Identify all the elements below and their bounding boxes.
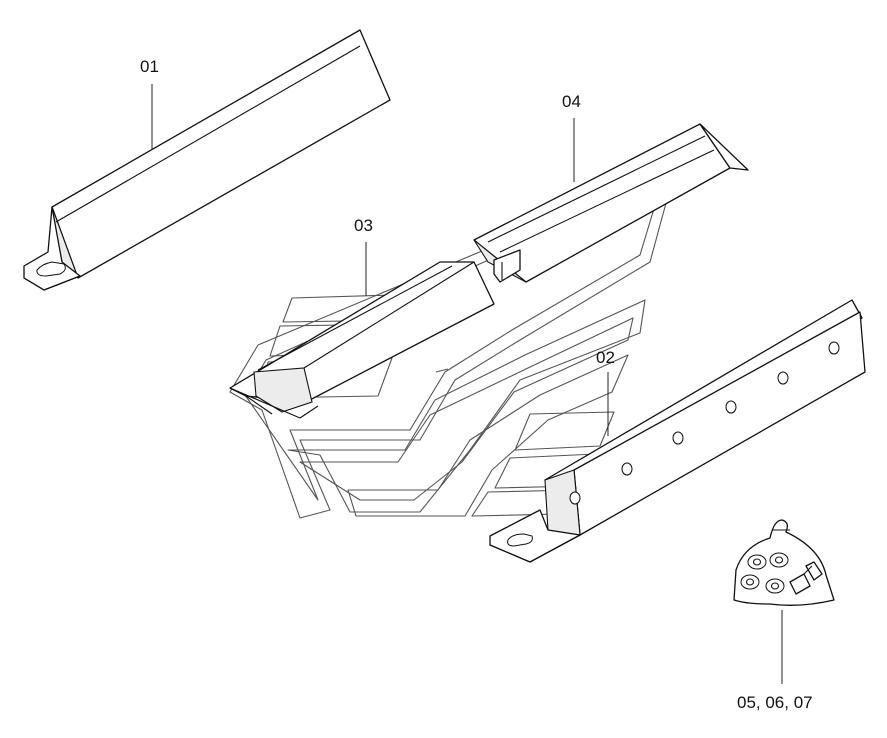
hardware-bag [733,519,835,606]
leader-lines [151,84,783,684]
callout-03: 03 [354,216,373,235]
part-02-perforated-bar [489,299,866,563]
part-03-ridge-cap [229,261,495,419]
callout-05-06-07: 05, 06, 07 [737,693,813,712]
part-01-angle-bar [23,29,391,291]
callout-01: 01 [140,57,159,76]
part-04-ridge-cap [473,123,749,283]
callout-02: 02 [596,348,615,367]
callout-04: 04 [562,92,581,111]
